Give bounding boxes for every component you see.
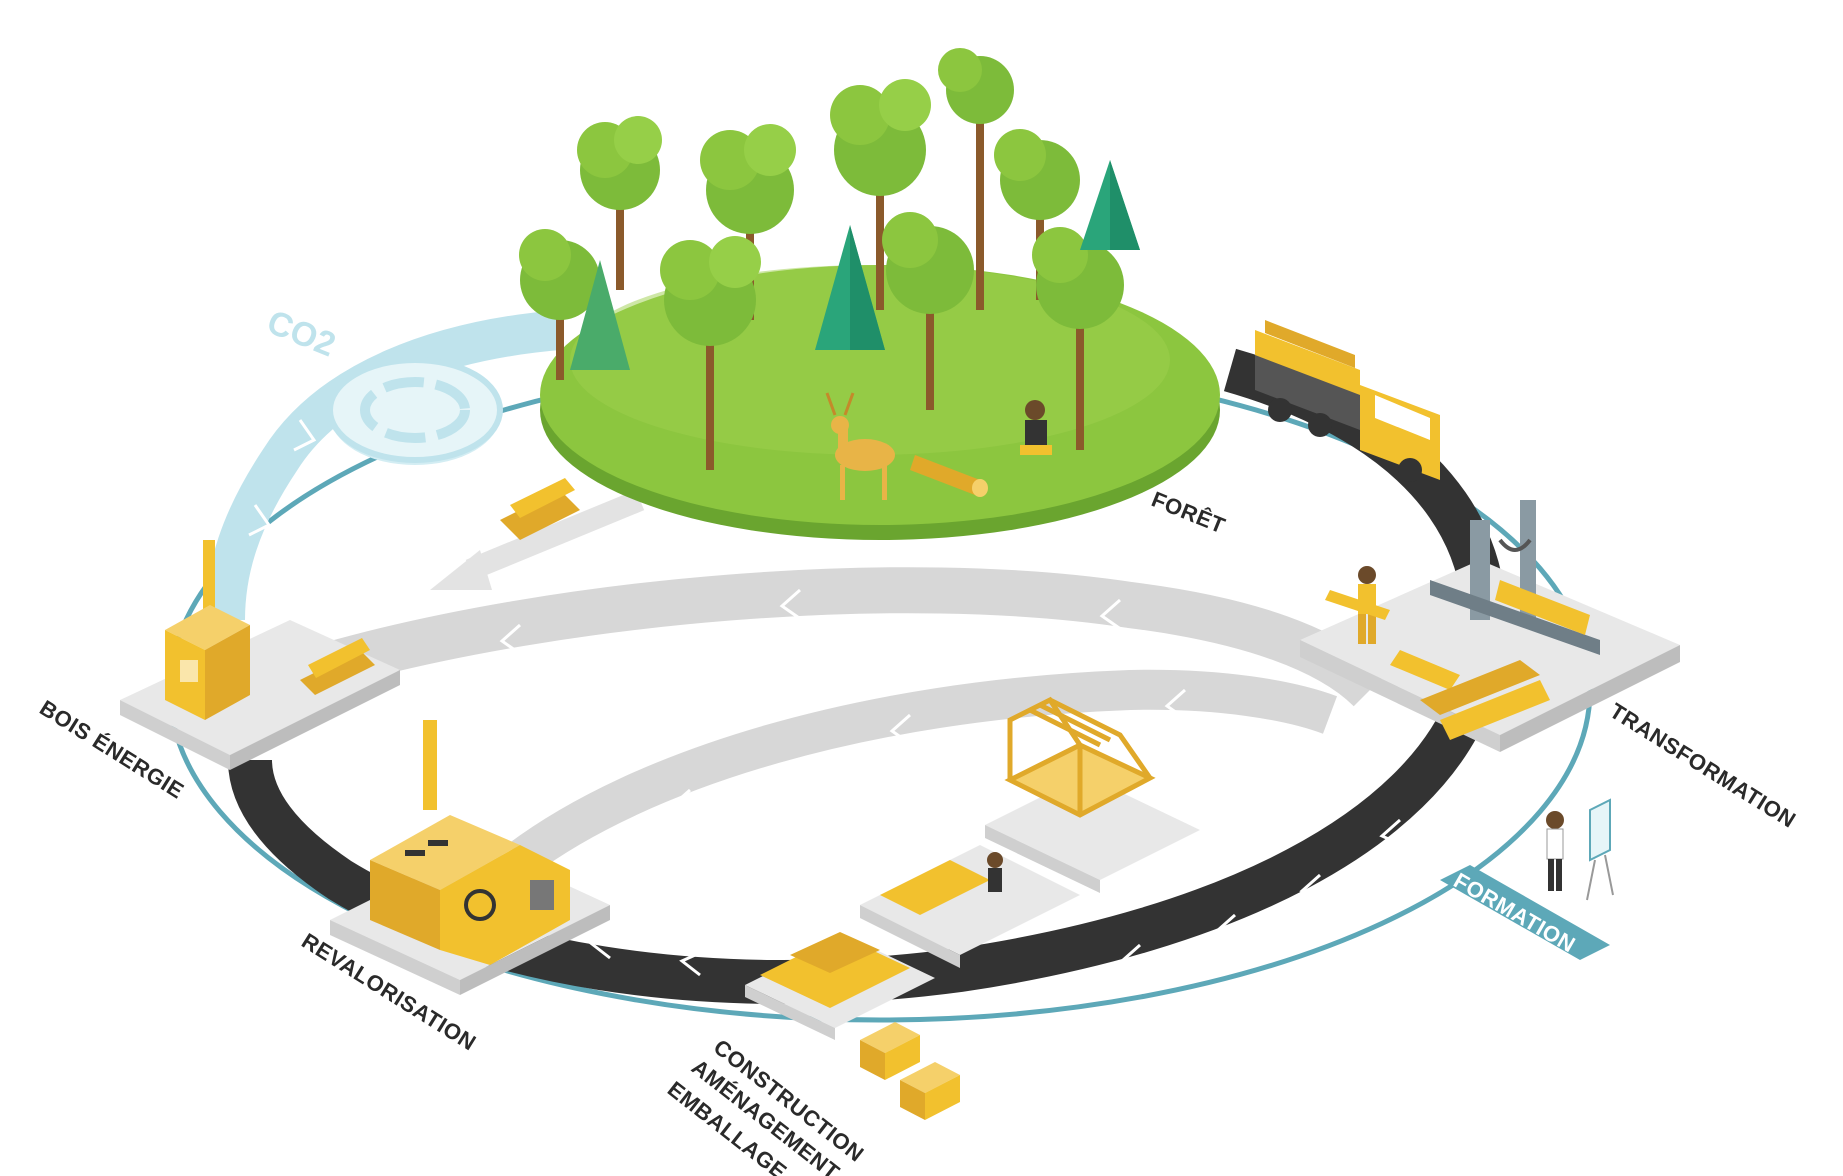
grey-flow-upper	[323, 567, 1387, 707]
co2-flow-arc	[205, 310, 562, 621]
deer-icon	[825, 392, 895, 500]
lumber-stack-icon	[1390, 650, 1550, 740]
house-frame-icon	[1004, 696, 1156, 818]
log-icon	[910, 455, 988, 497]
formation-badge	[1440, 865, 1610, 960]
box-icon	[900, 1062, 960, 1120]
pallet-icon	[760, 932, 910, 1008]
co2-cycle-icon	[327, 357, 503, 465]
forest-to-energy-arrow	[465, 489, 645, 581]
tree-icon	[577, 116, 662, 290]
recycling-factory-icon	[370, 720, 570, 965]
box-icon	[860, 1022, 920, 1080]
log-truck-icon	[1255, 320, 1440, 482]
fir-tree-icon	[1080, 160, 1140, 250]
lumberjack-icon	[1020, 400, 1052, 455]
tree-icon	[830, 79, 931, 310]
grey-flow-lower	[508, 669, 1338, 877]
co2-label: CO2	[262, 303, 341, 364]
energy-platform	[120, 620, 400, 770]
log-pile-icon	[500, 478, 580, 540]
house-platform	[985, 775, 1200, 893]
woodwork-platform	[860, 845, 1080, 968]
tree-icon	[519, 229, 600, 380]
tree-icon	[938, 48, 1014, 310]
stove-icon	[165, 540, 250, 720]
tree-icon	[882, 212, 974, 410]
transformation-label: TRANSFORMATION	[1605, 698, 1800, 833]
teacher-icon	[1546, 798, 1614, 901]
tree-icon	[1032, 227, 1124, 450]
worker-icon	[1325, 566, 1390, 644]
log-pile-icon	[300, 638, 375, 695]
sawmill-icon	[1430, 500, 1600, 655]
tree-icon	[660, 236, 761, 470]
foret-label: FORÊT	[1148, 486, 1229, 538]
carpenter-icon	[880, 852, 1003, 915]
fir-tree-icon	[570, 260, 630, 370]
fir-tree-icon	[815, 225, 885, 350]
